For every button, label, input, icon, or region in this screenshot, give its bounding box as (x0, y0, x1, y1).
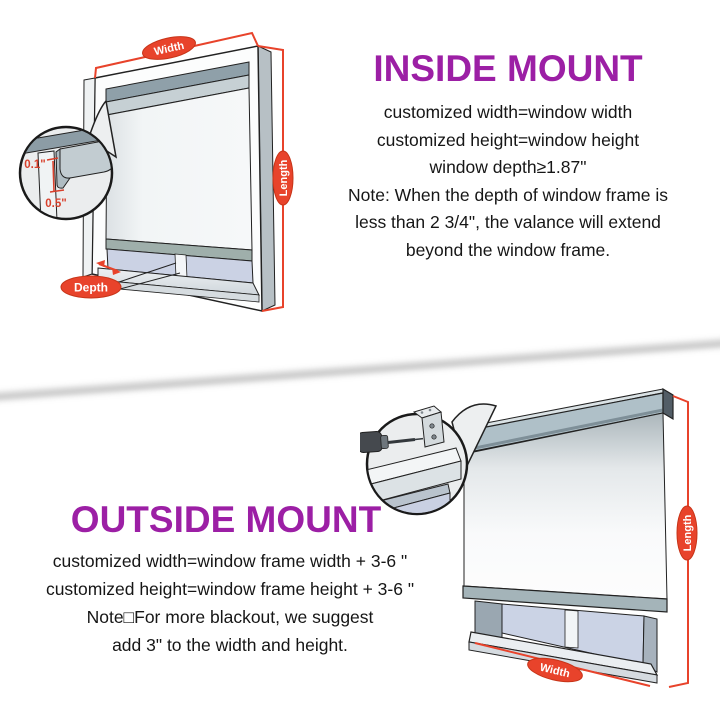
svg-text:Length: Length (278, 159, 290, 196)
gap-top-label: 0.1" (24, 159, 45, 171)
valance-gap-inset: 0.1" 0.5" (18, 99, 118, 221)
outside-line: customized height=window frame height + … (45, 579, 415, 599)
inside-line: beyond the window frame. (405, 239, 611, 260)
window-mullion (564, 609, 579, 649)
gap-side-label: 0.5" (45, 198, 66, 210)
headrail-endcap (662, 387, 674, 421)
inside-line: customized width=window width (383, 102, 633, 122)
inside-line: Note: When the depth of window frame is (347, 184, 669, 205)
depth-pill: Depth (60, 275, 122, 299)
inside-line: less than 2 3/4", the valance will exten… (355, 212, 661, 232)
width-pill: Width (527, 657, 583, 683)
shade-bottom-bar (462, 585, 668, 613)
inside-window-drawing (82, 45, 276, 312)
outside-mount-illustration: Length Width (360, 387, 698, 688)
outside-line: add 3" to the width and height. (112, 635, 348, 655)
l-bracket-icon (412, 405, 445, 448)
outside-line: customized width=window frame width + 3-… (52, 551, 408, 571)
window-mullion (174, 253, 188, 279)
svg-text:Length: Length (682, 514, 694, 551)
bracket-install-inset (360, 403, 498, 516)
svg-text:Depth: Depth (74, 281, 108, 295)
inside-mount-notes: customized width=window width customized… (332, 99, 684, 264)
outside-line: Note□For more blackout, we suggest (86, 607, 374, 627)
right-jamb (642, 615, 658, 673)
outside-window-drawing (458, 387, 674, 684)
inside-line: window depth≥1.87" (429, 157, 587, 177)
outside-mount-notes: customized width=window frame width + 3-… (18, 547, 442, 659)
depth-leader-lines (118, 262, 181, 290)
width-pill: Width (142, 36, 196, 60)
outside-mount-title: OUTSIDE MOUNT (70, 499, 382, 540)
shade-fabric (105, 87, 253, 251)
length-pill: Length (272, 150, 294, 206)
length-pill: Length (676, 505, 698, 561)
depth-arrowheads (96, 260, 121, 275)
inside-mount-title: INSIDE MOUNT (373, 48, 643, 89)
inside-mount-illustration: Width Length Depth (18, 31, 294, 312)
inside-line: customized height=window height (376, 129, 640, 150)
drill-icon (360, 431, 424, 453)
